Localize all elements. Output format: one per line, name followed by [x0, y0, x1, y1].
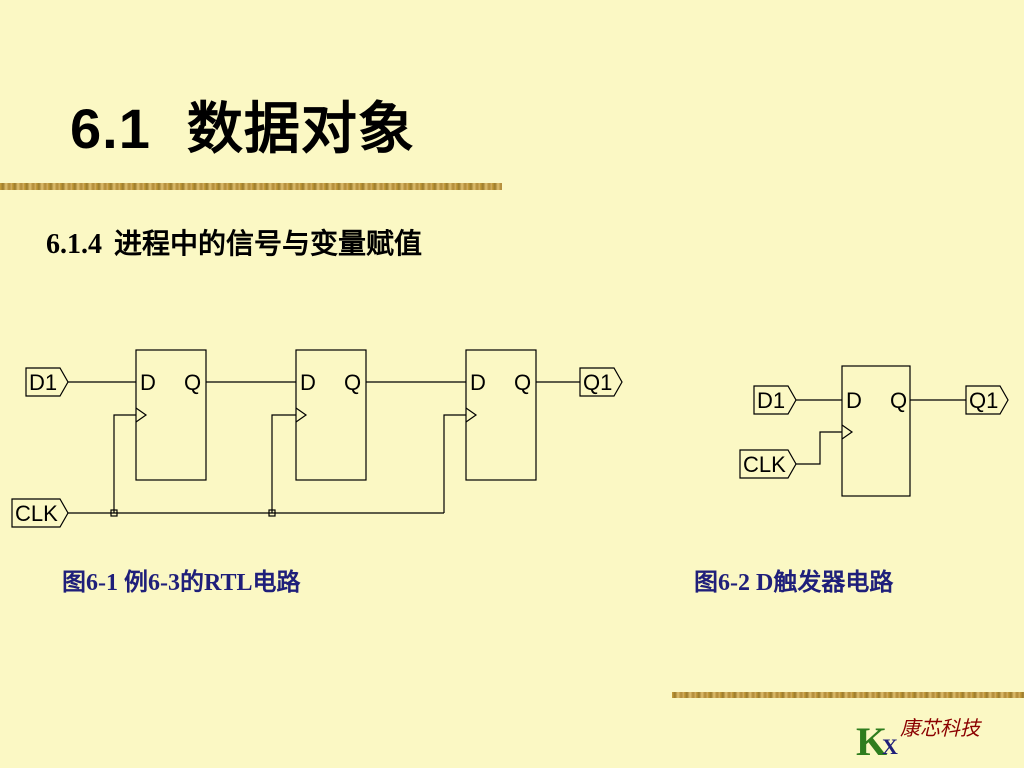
fig1-ff3-q: Q [514, 370, 531, 395]
figure2-diagram [739, 365, 1009, 497]
fig1-wire-clk-ff2 [271, 414, 296, 513]
fig1-junction-2 [268, 509, 276, 517]
fig2-label-q1: Q1 [969, 388, 998, 413]
title-divider [0, 183, 502, 190]
fig2-flipflop [841, 365, 911, 497]
fig2-label-clk: CLK [743, 452, 786, 477]
fig1-ff2-q: Q [344, 370, 361, 395]
title-number: 6.1 [70, 97, 151, 160]
section-heading: 6.1.4 进程中的信号与变量赋值 [46, 222, 422, 262]
fig1-wire-clk-ff1 [113, 414, 136, 513]
figure1-diagram [11, 349, 623, 528]
footer-divider [672, 692, 1024, 698]
fig2-ff-q: Q [890, 388, 907, 413]
fig2-ff-d: D [846, 388, 862, 413]
fig2-label-d1: D1 [757, 388, 785, 413]
logo-letter-k: K [856, 719, 888, 764]
title-text: 数据对象 [186, 97, 415, 160]
fig1-ff1-q: Q [184, 370, 201, 395]
figure1-caption: 图6-1 例6-3的RTL电路 [62, 570, 301, 596]
fig2-port-q1 [965, 385, 1009, 415]
fig1-ff1-d: D [140, 370, 156, 395]
fig1-junction-1 [110, 509, 118, 517]
fig1-ff1-clock-triangle [135, 407, 148, 423]
section-number: 6.1.4 [46, 229, 102, 260]
figure2-caption: 图6-2 D触发器电路 [694, 570, 894, 596]
fig1-label-clk: CLK [15, 501, 58, 526]
fig1-port-clk [11, 498, 69, 528]
fig1-port-q1 [579, 367, 623, 397]
section-text: 进程中的信号与变量赋值 [114, 229, 423, 260]
fig1-label-q1: Q1 [583, 370, 612, 395]
fig1-ff2-d: D [300, 370, 316, 395]
fig1-label-d1: D1 [29, 370, 57, 395]
logo-letter-x: X [882, 734, 898, 759]
fig1-ff2-clock-triangle [295, 407, 308, 423]
company-name: 康芯科技 [900, 716, 980, 740]
slide-title: 6.1 数据对象 [70, 84, 415, 165]
fig1-ff3-d: D [470, 370, 486, 395]
fig2-ff-clock-triangle [841, 424, 854, 440]
kx-logo: K X [856, 722, 916, 762]
fig1-wire-clk-ff3 [443, 414, 466, 513]
fig2-wire-clk [796, 431, 842, 465]
fig1-ff3-clock-triangle [465, 407, 478, 423]
fig2-port-d1 [753, 385, 797, 415]
fig1-port-d1 [25, 367, 69, 397]
fig2-port-clk [739, 449, 797, 479]
